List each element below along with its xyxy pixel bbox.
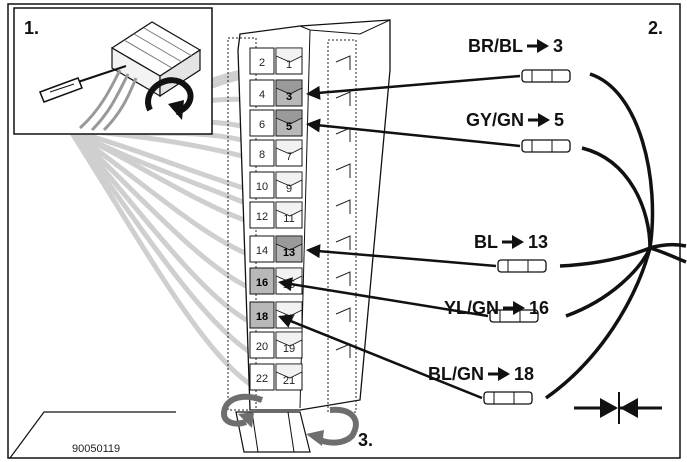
wire-arrow-icon (512, 235, 524, 249)
pin-cell-2: 2 (249, 47, 275, 75)
pin-cell-6: 6 (249, 109, 275, 137)
plug-18 (483, 391, 533, 405)
pointer-arrow-16 (278, 277, 489, 318)
rotate-arrow-icon (220, 393, 264, 428)
wire-label-16: YL/GN 16 (444, 298, 549, 318)
pin-cell-7: 7 (275, 139, 303, 167)
pin-cell-5: 5 (275, 109, 303, 137)
wire-color: GY/GN (466, 110, 524, 130)
pin-label: 14 (256, 245, 268, 257)
pin-cell-20: 20 (249, 331, 275, 359)
pin-label: 1 (286, 59, 292, 71)
black-wire-bundle (544, 72, 687, 400)
pin-cell-10: 10 (249, 171, 275, 199)
pin-label: 7 (286, 151, 292, 163)
pin-label: 20 (256, 341, 268, 353)
wire-pin: 18 (514, 364, 534, 384)
pin-label: 4 (259, 89, 265, 101)
step-3-label: 3. (358, 430, 373, 450)
pointer-arrow-3 (306, 74, 521, 100)
pin-label: 13 (283, 247, 295, 259)
pin-cell-21: 21 (275, 363, 303, 391)
pointer-arrow-5 (306, 118, 521, 148)
step-1-label: 1. (24, 18, 39, 38)
wire-pin: 16 (529, 298, 549, 318)
pin-cell-9: 9 (275, 171, 303, 199)
pin-label: 10 (256, 181, 268, 193)
wire-color: BL/GN (428, 364, 484, 384)
screwdriver-icon (39, 65, 127, 103)
pin-cell-18: 18 (249, 301, 275, 329)
pin-label: 22 (256, 373, 268, 385)
plug-5 (521, 139, 571, 153)
pin-cell-16: 16 (249, 267, 275, 295)
pin-grid: 24681012141618202213579111315171921 (249, 47, 303, 391)
plug-3 (521, 69, 571, 83)
pin-label: 8 (259, 149, 265, 161)
pin-cell-22: 22 (249, 363, 275, 391)
pin-label: 9 (286, 183, 292, 195)
plug-13 (497, 259, 547, 273)
pointer-arrow-13 (306, 244, 497, 268)
pin-cell-4: 4 (249, 79, 275, 107)
pointer-arrows (278, 74, 521, 400)
wire-color: BL (474, 232, 498, 252)
wire-label-3: BR/BL 3 (468, 36, 563, 56)
wire-arrow-icon (513, 301, 526, 315)
pin-cell-12: 12 (249, 201, 275, 229)
pointer-arrow-18 (278, 314, 483, 400)
pin-cell-8: 8 (249, 139, 275, 167)
wire-color: BR/BL (468, 36, 523, 56)
pin-cell-13: 13 (275, 235, 303, 263)
wire-arrow-icon (537, 39, 549, 53)
wire-pin: 13 (528, 232, 548, 252)
pin-label: 2 (259, 57, 265, 69)
wire-pin: 3 (553, 36, 563, 56)
rotate-arrow-icon (145, 77, 194, 120)
wire-label-18: BL/GN 18 (428, 364, 534, 384)
pin-cell-19: 19 (275, 331, 303, 359)
wire-arrow-icon (498, 367, 510, 381)
pin-cell-1: 1 (275, 47, 303, 75)
rotate-arrow-icon (306, 406, 359, 446)
pin-label: 3 (286, 91, 292, 103)
wire-label-5: GY/GN 5 (466, 110, 564, 130)
pin-label: 11 (283, 213, 294, 225)
drawing-id: 90050119 (72, 443, 120, 455)
pin-label: 12 (256, 211, 268, 223)
wire-arrow-icon (538, 113, 551, 127)
inset-connector (78, 21, 202, 132)
drawing-id-tab: 90050119 (9, 411, 176, 459)
wire-label-13: BL 13 (474, 232, 548, 252)
step-2-label: 2. (648, 18, 663, 38)
wire-color: YL/GN (444, 298, 499, 318)
wire-pin: 5 (554, 110, 564, 130)
crimp-arrows-icon (574, 392, 662, 424)
pin-cell-11: 11 (275, 201, 303, 229)
pin-label: 5 (286, 121, 292, 133)
plug-16 (489, 309, 539, 323)
pin-label: 6 (259, 119, 265, 131)
plug-group (483, 69, 571, 405)
pin-label: 21 (283, 375, 295, 387)
outer-frame (7, 3, 681, 459)
pin-cell-14: 14 (249, 235, 275, 263)
pin-label: 16 (256, 277, 268, 289)
pin-label: 19 (283, 343, 295, 355)
pin-label: 18 (256, 311, 268, 323)
pin-cell-3: 3 (275, 79, 303, 107)
